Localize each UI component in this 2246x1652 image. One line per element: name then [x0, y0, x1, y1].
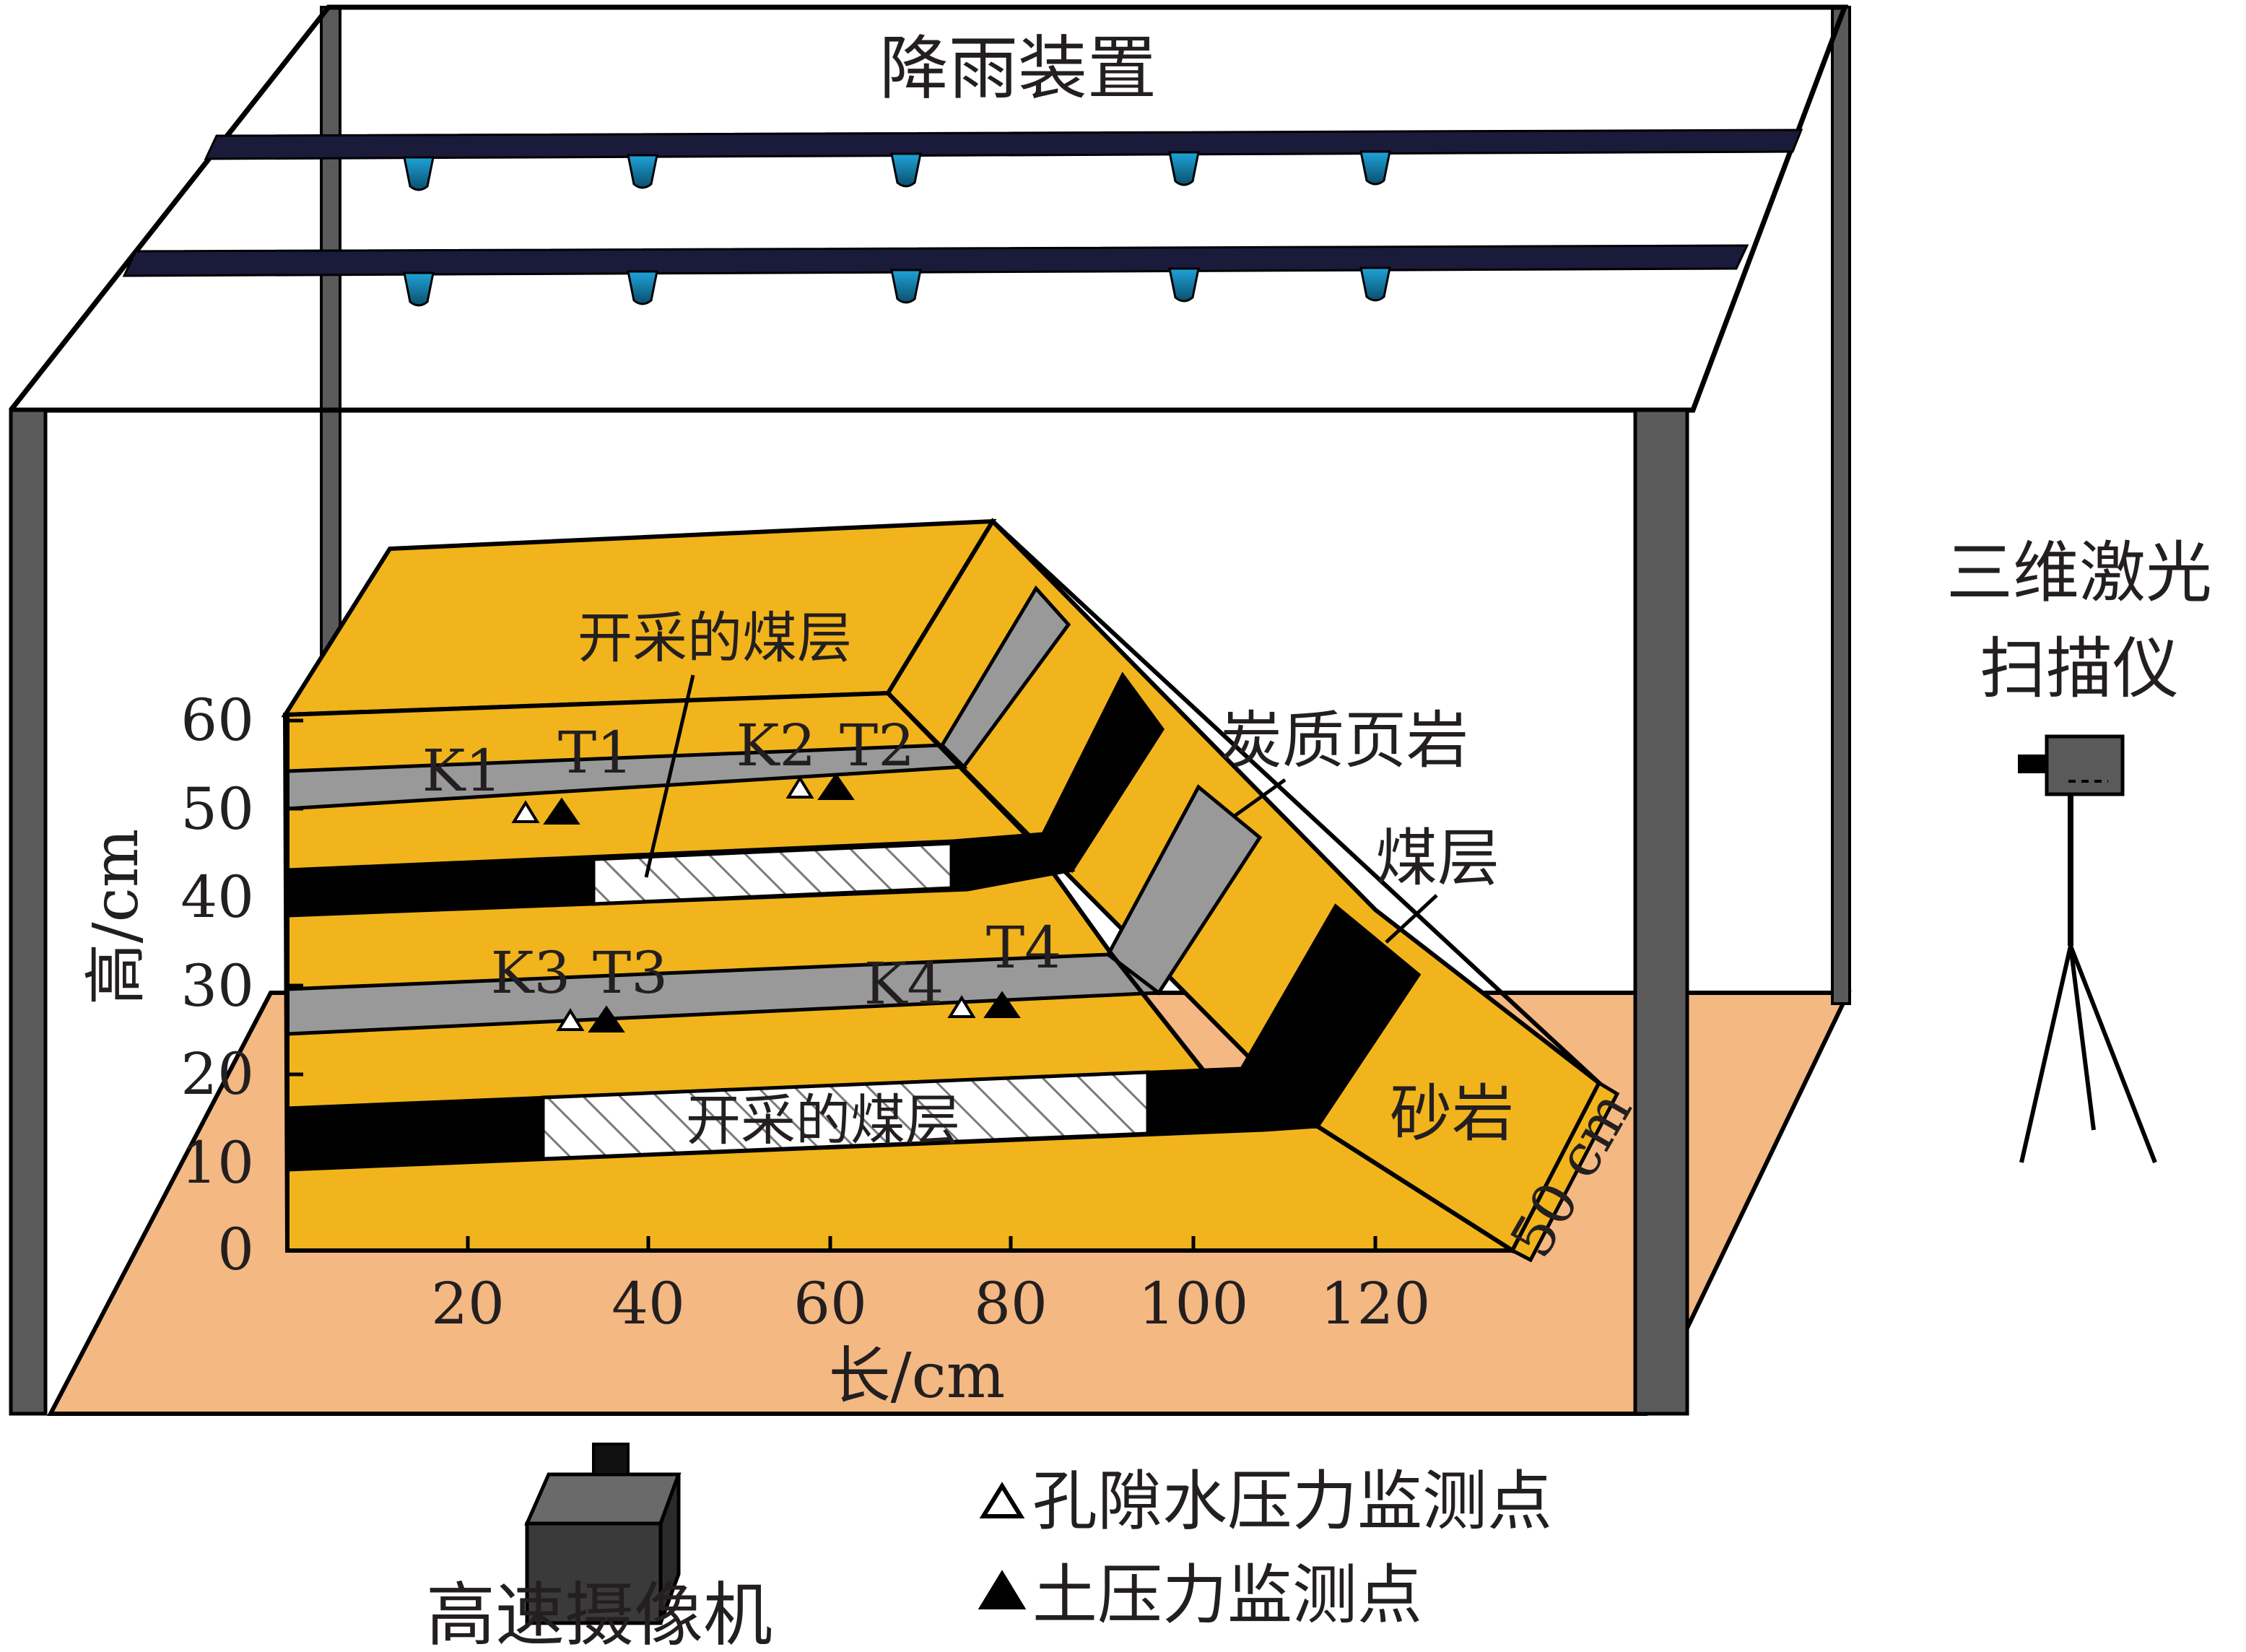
pore-pressure-marker-k1 [511, 800, 540, 823]
y-tick-label: 0 [217, 1216, 254, 1283]
coal-leader [1385, 894, 1438, 944]
point-label-t2: T2 [840, 712, 915, 779]
mined-seam-upper-label: 开采的煤层 [578, 606, 852, 670]
depth-face [1510, 1080, 1620, 1263]
nozzle-icon [403, 271, 435, 307]
x-tick-label: 120 [1320, 1270, 1431, 1337]
x-tick-labels: 20 40 60 80 100 120 [431, 1270, 1430, 1337]
nozzle-icon [890, 269, 922, 304]
x-tick-label: 60 [793, 1270, 867, 1337]
scanner-label-line1: 三维激光 [1946, 534, 2212, 612]
slope-coal-1 [1041, 671, 1165, 874]
y-tick-label: 50 [180, 775, 254, 843]
nozzle-icon [1168, 267, 1200, 303]
legend-earth-symbol [978, 1570, 1027, 1609]
shale-leader [1233, 778, 1287, 818]
coal-label: 煤层 [1375, 822, 1499, 895]
point-label-k4: K4 [864, 950, 944, 1017]
rain-nozzles [403, 150, 1391, 307]
point-labels: K1 T1 K2 T2 K3 T3 K4 T4 [422, 712, 1061, 1017]
legend: 孔隙水压力监测点 土压力监测点 [978, 1464, 1552, 1633]
frame-front-posts [9, 408, 1689, 1416]
y-axis-label: 高/cm [80, 829, 152, 1006]
legend-pore-label: 孔隙水压力监测点 [1032, 1464, 1552, 1539]
point-label-t3: T3 [593, 939, 668, 1007]
mined-seam-lower [541, 1070, 1150, 1161]
legend-pore-symbol [979, 1482, 1025, 1518]
nozzle-icon [627, 154, 658, 189]
point-markers [511, 773, 1021, 1032]
pore-pressure-marker-k4 [947, 995, 976, 1018]
point-label-k2: K2 [736, 712, 817, 779]
earth-pressure-marker-t1 [543, 797, 580, 825]
slope-shale-2 [1105, 784, 1263, 996]
earth-pressure-marker-t3 [588, 1005, 625, 1032]
earth-pressure-marker-t2 [817, 773, 855, 800]
nozzle-icon [1359, 266, 1391, 302]
pore-pressure-marker-k3 [556, 1008, 585, 1031]
earth-pressure-marker-t4 [983, 991, 1021, 1018]
y-tick-label: 30 [180, 952, 254, 1020]
scanner-label-line2: 扫描仪 [1980, 630, 2179, 708]
x-tick-label: 40 [611, 1270, 685, 1337]
x-tick-marks [466, 1236, 1377, 1251]
y-tick-label: 20 [180, 1040, 254, 1108]
x-tick-label: 20 [431, 1270, 505, 1337]
nozzle-icon [1359, 150, 1391, 186]
y-tick-label: 60 [180, 687, 254, 754]
nozzle-icon [627, 270, 658, 305]
rain-bars [122, 129, 1803, 277]
legend-earth-label: 土压力监测点 [1032, 1557, 1422, 1633]
rain-device-title: 降雨装置 [879, 28, 1157, 109]
sandstone-label: 砂岩 [1390, 1078, 1514, 1150]
point-label-k1: K1 [422, 737, 502, 804]
y-tick-marks [287, 718, 303, 1253]
slope-shale-1 [939, 585, 1071, 770]
nozzle-icon [1168, 151, 1200, 186]
point-label-t4: T4 [986, 914, 1061, 981]
x-tick-label: 100 [1139, 1270, 1249, 1337]
y-tick-label: 10 [180, 1129, 254, 1196]
high-speed-camera-icon [524, 1443, 682, 1625]
nozzle-icon [890, 152, 922, 188]
x-tick-label: 80 [974, 1270, 1048, 1337]
laser-scanner-icon [2018, 734, 2157, 1164]
camera-label: 高速摄像机 [426, 1575, 772, 1652]
y-tick-label: 40 [180, 864, 254, 931]
shale-label: 炭质页岩 [1220, 705, 1468, 777]
nozzle-icon [403, 156, 435, 191]
x-axis-label: 长/cm [829, 1340, 1006, 1412]
pore-pressure-marker-k2 [785, 775, 814, 799]
slope-coal-2 [1239, 903, 1422, 1129]
slope-edges [886, 519, 1601, 1253]
mined-seam-upper-leader [644, 674, 695, 878]
point-label-k3: K3 [491, 939, 571, 1007]
mined-seam-upper [591, 841, 954, 906]
mined-seam-lower-label: 开采的煤层 [686, 1088, 960, 1152]
y-tick-labels: 0 10 20 30 40 50 60 [180, 687, 254, 1283]
point-label-t1: T1 [558, 719, 633, 786]
